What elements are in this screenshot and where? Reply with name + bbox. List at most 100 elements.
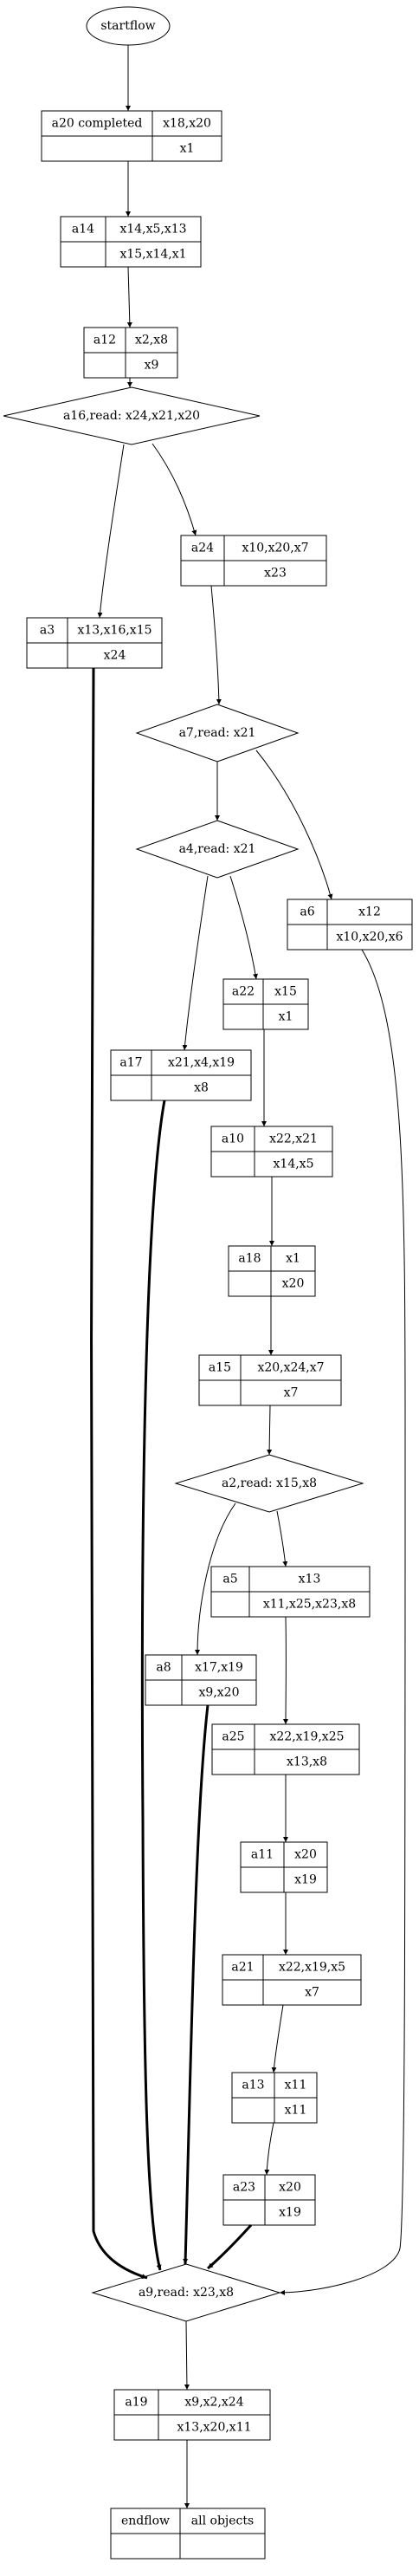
input-objects: x13	[299, 1573, 321, 1586]
edge-a23-d_a9	[207, 2223, 253, 2270]
input-objects: x20	[294, 1848, 317, 1862]
node-a19: a19 x9,x2,x24 x13,x20,x11	[113, 2389, 271, 2441]
activity-id: a12	[93, 334, 116, 347]
activity-id: a13	[242, 2079, 264, 2093]
edge-a3-d_a9	[89, 667, 148, 2280]
edge-d_a2-a8	[195, 1502, 236, 1656]
activity-id: a11	[251, 1848, 274, 1862]
decision-shape	[3, 386, 261, 445]
input-objects: x22,x21	[269, 1132, 318, 1146]
input-objects: x17,x19	[195, 1661, 243, 1675]
node-start: startflow	[86, 6, 171, 46]
output-objects: x19	[279, 2206, 301, 2220]
node-a3: a3 x13,x16,x15 x24	[26, 617, 163, 669]
output-objects: x10,x20,x6	[336, 931, 403, 944]
input-objects: x1	[286, 1252, 300, 1266]
activity-id: a6	[300, 905, 314, 919]
activity-id: a3	[40, 624, 55, 638]
activity-id: a23	[233, 2181, 255, 2195]
decision-shape	[91, 2263, 281, 2322]
output-objects: x13,x8	[287, 1755, 327, 1769]
edge-a24-d_a7	[210, 585, 222, 705]
node-a11: a11 x20 x19	[240, 1841, 328, 1893]
input-objects: x18,x20	[163, 117, 211, 131]
output-objects: x7	[284, 1386, 299, 1400]
edge-d_a16-a24	[151, 443, 197, 536]
output-objects: x13,x20,x11	[177, 2421, 251, 2435]
node-d_a2: a2,read: x15,x8	[174, 1454, 364, 1513]
input-objects: x20,x24,x7	[257, 1361, 324, 1375]
activity-id: a17	[119, 1056, 142, 1070]
edge-a8-d_a9	[183, 1704, 210, 2265]
output-objects: x8	[194, 1081, 209, 1095]
input-objects: x2,x8	[135, 334, 168, 347]
output-objects: x15,x14,x1	[119, 248, 186, 262]
node-d_a16: a16,read: x24,x21,x20	[3, 386, 261, 445]
output-objects: x19	[294, 1873, 317, 1887]
input-objects: x9,x2,x24	[184, 2396, 243, 2410]
decision-shape	[174, 1454, 364, 1513]
output-objects: x20	[282, 1277, 305, 1291]
output-objects: x24	[104, 649, 126, 663]
output-objects: x23	[264, 567, 287, 581]
node-d_a7: a7,read: x21	[135, 704, 300, 762]
output-objects: x1	[180, 142, 195, 156]
node-a15: a15 x20,x24,x7 x7	[198, 1354, 342, 1406]
node-d_a9: a9,read: x23,x8	[91, 2263, 281, 2322]
edge-a13-a23	[264, 2122, 274, 2176]
node-a17: a17 x21,x4,x19 x8	[110, 1049, 252, 1101]
input-objects: x22,x19,x25	[269, 1730, 344, 1744]
decision-label: a2,read: x15,x8	[222, 1476, 317, 1490]
output-objects: x1	[279, 1010, 293, 1024]
input-objects: x11	[285, 2079, 307, 2093]
edge-d_a9-a19	[184, 2320, 190, 2391]
input-objects: x22,x19,x5	[279, 1961, 345, 1975]
decision-label: a9,read: x23,x8	[139, 2286, 234, 2300]
node-a14: a14 x14,x5,x13 x15,x14,x1	[60, 216, 202, 268]
edge-a17-d_a9	[140, 1100, 166, 2271]
edge-a21-a13	[271, 2004, 284, 2073]
activity-id: endflow	[121, 2514, 170, 2528]
node-a21: a21 x22,x19,x5 x7	[222, 1954, 362, 2006]
input-objects: x21,x4,x19	[168, 1056, 235, 1070]
edge-d_a7-a6	[255, 749, 333, 900]
edge-d_a16-a3	[97, 444, 125, 619]
edge-d_a4-a17	[182, 875, 209, 1051]
node-d_a4: a4,read: x21	[135, 820, 300, 879]
activity-id: a14	[72, 223, 94, 237]
decision-label: a16,read: x24,x21,x20	[63, 409, 200, 423]
edge-a15-d_a2	[267, 1405, 273, 1456]
decision-shape	[135, 704, 300, 762]
edge-a14-a12	[126, 266, 132, 328]
input-objects: x10,x20,x7	[242, 542, 308, 555]
output-objects: x7	[305, 1986, 319, 2000]
activity-id: a8	[156, 1661, 171, 1675]
start-label: startflow	[100, 19, 155, 33]
input-objects: x14,x5,x13	[119, 223, 186, 237]
output-objects: x14,x5	[274, 1158, 314, 1171]
edge-a6-d_a9	[279, 949, 406, 2295]
input-objects: x13,x16,x15	[77, 624, 151, 638]
output-objects: x11,x25,x23,x8	[263, 1598, 356, 1612]
activity-id: a19	[125, 2396, 147, 2410]
activity-id: a22	[232, 985, 255, 999]
node-a5: a5 x13 x11,x25,x23,x8	[210, 1566, 371, 1618]
activity-id: a21	[231, 1961, 254, 1975]
activity-id: a5	[222, 1573, 237, 1586]
activity-id: a15	[209, 1361, 231, 1375]
node-a18: a18 x1 x20	[228, 1245, 316, 1297]
activity-id: a18	[238, 1252, 261, 1266]
decision-label: a4,read: x21	[179, 842, 256, 856]
decision-shape	[135, 820, 300, 879]
